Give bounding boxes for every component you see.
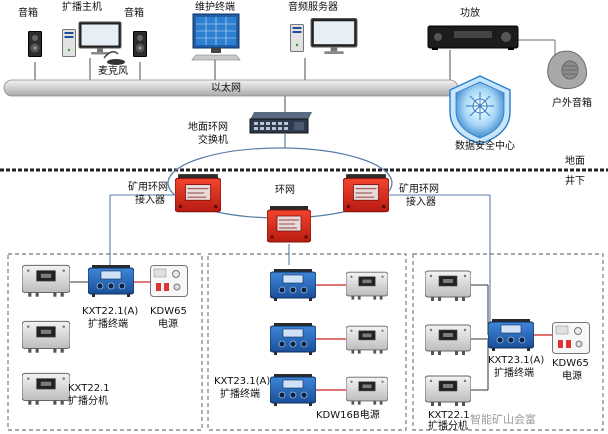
maintenance-terminal-label: 维护终端: [195, 2, 235, 13]
left-terminal-label-line1: KXT22.1(A): [82, 306, 139, 317]
middle-section-box: [207, 253, 407, 431]
mine-ring-center-device: [267, 206, 311, 243]
outdoor-speaker-icon: [547, 50, 588, 90]
data-security-shield-icon: [449, 75, 511, 145]
mid-terminal-3: [270, 373, 316, 407]
mine-ring-access-right-label-line2: 接入器: [406, 197, 436, 208]
right-branch-label-line2: 扩播分机: [428, 421, 468, 432]
broadcast-host-monitor-icon: [78, 21, 122, 56]
mid-power-3: [346, 376, 388, 406]
mine-ring-access-left-label-line1: 矿用环网: [128, 182, 168, 193]
left-branch-unit-1: [22, 264, 70, 298]
left-branch-unit-2: [22, 320, 70, 354]
audio-server-tower-icon: [290, 23, 304, 53]
right-branch-unit-2: [425, 324, 471, 356]
left-branch-label-line1: KXT22.1: [68, 383, 110, 394]
speaker-left-1-icon: [28, 30, 42, 58]
left-terminal-label-line2: 扩播终端: [88, 319, 128, 330]
mid-terminal-1: [270, 268, 316, 302]
left-branch-label-line2: 扩播分机: [68, 396, 108, 407]
right-branch-label-line1: KXT22.1: [428, 410, 470, 421]
broadcast-host-label: 扩播主机: [62, 2, 102, 13]
maintenance-terminal-icon: [191, 13, 241, 61]
data-security-center-label: 数据安全中心: [455, 141, 515, 152]
left-broadcast-terminal: [88, 264, 134, 298]
mid-terminal-2: [270, 322, 316, 356]
left-power-unit: [150, 265, 188, 297]
mid-power-2: [346, 325, 388, 355]
microphone-icon: [103, 51, 125, 65]
amplifier-icon: [427, 25, 519, 50]
left-power-label-line2: 电源: [158, 319, 178, 330]
mid-power-label: KDW16B电源: [316, 410, 380, 421]
mine-ring-access-left-device: [175, 174, 221, 213]
ring-network-label: 环网: [275, 185, 295, 196]
mine-ring-access-left-label-line2: 接入器: [135, 195, 165, 206]
speaker-left-1-label: 音箱: [18, 8, 38, 19]
outdoor-speaker-label: 户外音箱: [552, 98, 592, 109]
right-branch-unit-3: [425, 375, 471, 407]
mine-ring-access-right-device: [343, 174, 389, 213]
ground-switch-label-line2: 交换机: [198, 135, 228, 146]
right-power-label-line1: KDW65: [552, 358, 589, 369]
right-terminal-label-line2: 扩播终端: [494, 368, 534, 379]
mine-ring-access-right-label-line1: 矿用环网: [399, 184, 439, 195]
watermark-text: 智能矿山会富: [470, 413, 536, 426]
speaker-left-2-label: 音箱: [124, 8, 144, 19]
ground-switch-label-line1: 地面环网: [188, 122, 228, 133]
surface-label: 地面: [565, 156, 585, 167]
right-power-label-line2: 电源: [562, 371, 582, 382]
broadcast-host-tower-icon: [62, 28, 76, 58]
right-terminal-label-line1: KXT23.1(A): [488, 355, 545, 366]
right-section-box: [412, 253, 604, 431]
amplifier-label: 功放: [460, 8, 480, 19]
ethernet-label: 以太网: [211, 83, 241, 94]
right-power-unit: [552, 322, 590, 354]
mid-terminal-label-line2: 扩播终端: [220, 389, 260, 400]
right-broadcast-terminal: [488, 318, 534, 352]
audio-server-label: 音频服务器: [288, 2, 338, 13]
left-section-box: [7, 253, 203, 431]
ground-ring-switch-icon: [249, 112, 312, 134]
speaker-left-2-icon: [133, 30, 147, 58]
right-branch-unit-1: [425, 270, 471, 302]
microphone-label: 麦克风: [98, 66, 128, 77]
mid-terminal-label-line1: KXT23.1(A): [214, 376, 271, 387]
mid-power-1: [346, 271, 388, 301]
audio-server-monitor-icon: [310, 17, 358, 55]
underground-label: 井下: [565, 176, 585, 187]
left-power-label-line1: KDW65: [150, 306, 187, 317]
left-branch-unit-3: [22, 372, 70, 406]
